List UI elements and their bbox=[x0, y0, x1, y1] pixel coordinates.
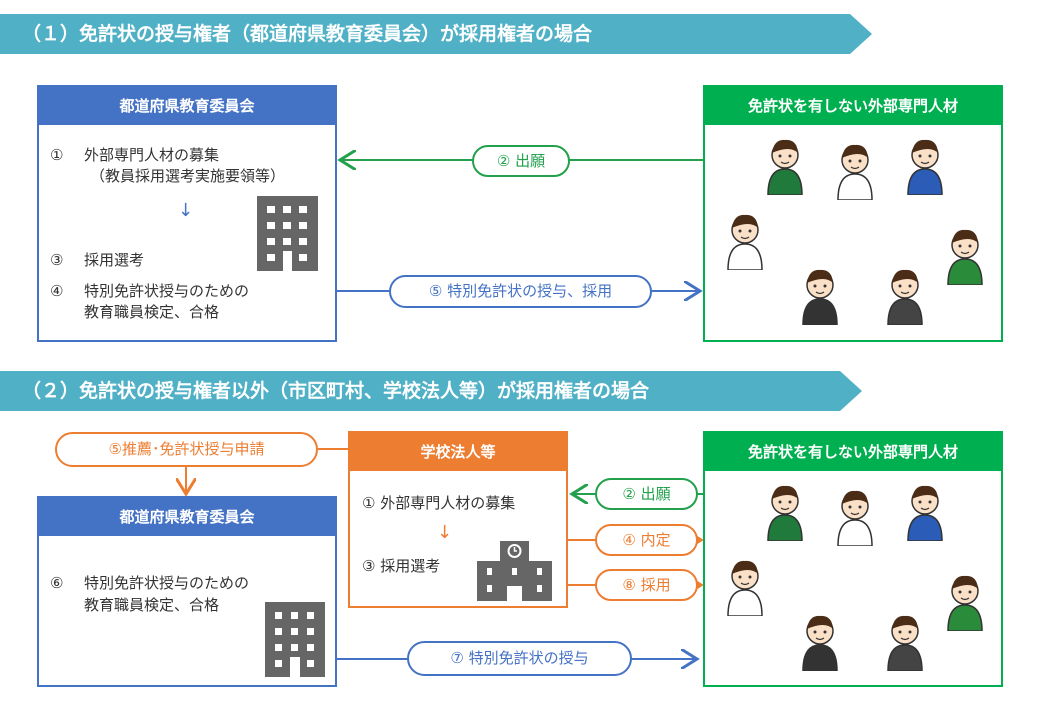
step-text: 特別免許状授与のための bbox=[84, 282, 250, 300]
down-arrow-icon: ↓ bbox=[178, 200, 194, 221]
office-building-icon bbox=[257, 196, 318, 271]
step-text: 採用選考 bbox=[84, 251, 145, 269]
person-illustration bbox=[907, 485, 943, 541]
flow-recommend: ⑤推薦･免許状授与申請 bbox=[55, 432, 318, 467]
person-illustration bbox=[947, 229, 983, 285]
step-number: ③ bbox=[50, 251, 64, 269]
school-building-icon bbox=[477, 541, 552, 601]
person-illustration bbox=[727, 560, 763, 616]
talent-header: 免許状を有しない外部専門人材 bbox=[705, 87, 1001, 125]
person-illustration bbox=[802, 269, 838, 325]
flow-apply-1: ② 出願 bbox=[472, 145, 570, 177]
person-illustration bbox=[837, 490, 873, 546]
step-text: ① 外部専門人材の募集 bbox=[362, 494, 516, 512]
person-illustration bbox=[947, 575, 983, 631]
office-building-icon bbox=[265, 602, 325, 677]
board-box-1: 都道府県教育委員会 bbox=[37, 85, 337, 342]
talent-box-1: 免許状を有しない外部専門人材 bbox=[703, 85, 1003, 342]
step-text: 特別免許状授与のための bbox=[84, 574, 250, 592]
person-illustration bbox=[837, 144, 873, 200]
person-illustration bbox=[887, 615, 923, 671]
flow-hire: ⑧ 採用 bbox=[595, 569, 698, 601]
section2-title: （２）免許状の授与権者以外（市区町村、学校法人等）が採用権者の場合 bbox=[0, 371, 862, 411]
person-illustration bbox=[767, 139, 803, 195]
talent-box-2: 免許状を有しない外部専門人材 bbox=[703, 431, 1003, 687]
step-text: ③ 採用選考 bbox=[362, 557, 441, 575]
school-header: 学校法人等 bbox=[350, 433, 566, 471]
flow-apply-2: ② 出願 bbox=[595, 478, 698, 510]
step-text: （教員採用選考実施要領等） bbox=[90, 167, 286, 185]
person-illustration bbox=[727, 214, 763, 270]
section1-title: （１）免許状の授与権者（都道府県教育委員会）が採用権者の場合 bbox=[0, 14, 872, 54]
person-illustration bbox=[887, 269, 923, 325]
step-number: ④ bbox=[50, 282, 64, 300]
board-header: 都道府県教育委員会 bbox=[39, 498, 335, 536]
step-number: ① bbox=[50, 146, 64, 164]
board-header: 都道府県教育委員会 bbox=[39, 87, 335, 125]
flow-grant: ⑦ 特別免許状の授与 bbox=[407, 641, 632, 676]
step-text: 教育職員検定、合格 bbox=[84, 303, 220, 321]
person-illustration bbox=[907, 139, 943, 195]
flow-offer: ④ 内定 bbox=[595, 524, 698, 556]
person-illustration bbox=[802, 615, 838, 671]
person-illustration bbox=[767, 485, 803, 541]
down-arrow-icon: ↓ bbox=[437, 522, 453, 543]
step-text: 教育職員検定、合格 bbox=[84, 596, 220, 614]
flow-grant-hire: ⑤ 特別免許状の授与、採用 bbox=[389, 275, 652, 308]
step-number: ⑥ bbox=[50, 574, 64, 592]
talent-header: 免許状を有しない外部専門人材 bbox=[705, 433, 1001, 471]
step-text: 外部専門人材の募集 bbox=[84, 146, 220, 164]
